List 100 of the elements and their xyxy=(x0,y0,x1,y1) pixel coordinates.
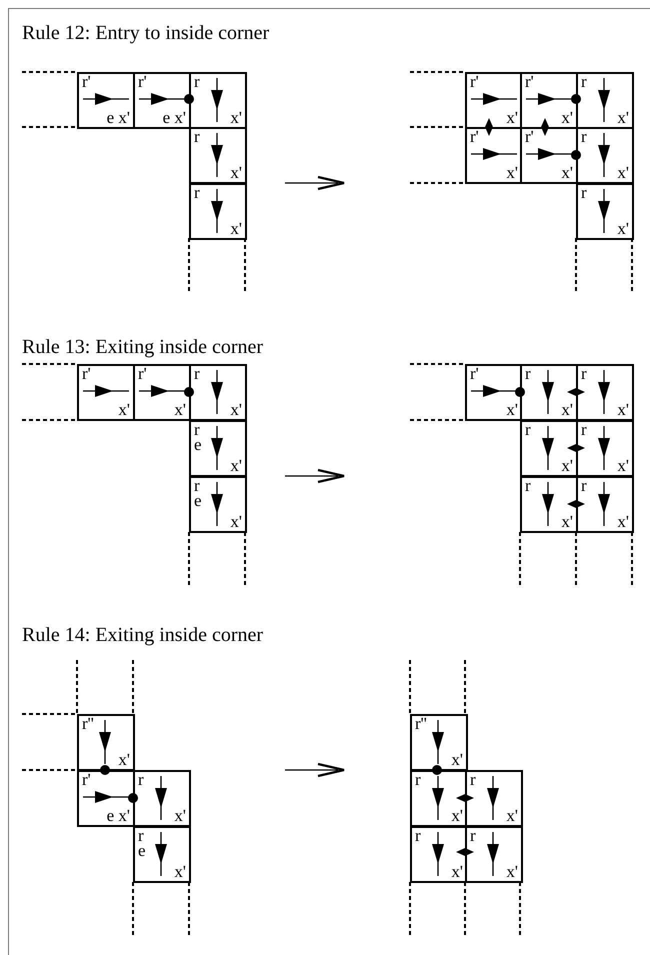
tile-label: r' xyxy=(138,366,147,381)
tile xyxy=(465,770,523,827)
tile xyxy=(133,826,191,883)
tile xyxy=(576,127,634,184)
tile-label: x' xyxy=(230,164,242,181)
tile-label: r'' xyxy=(82,716,92,731)
tile xyxy=(133,770,191,827)
tile xyxy=(465,826,523,883)
tile-label: x' xyxy=(561,109,573,126)
tile xyxy=(576,476,634,533)
tile-label: x' xyxy=(506,109,518,126)
tile xyxy=(576,183,634,240)
tile-label: x' xyxy=(118,751,130,768)
tile xyxy=(77,714,135,771)
tile-label: r' xyxy=(470,74,479,89)
tile-label: x' xyxy=(451,807,463,824)
tile-label: r' xyxy=(470,129,479,144)
tile-label: x' xyxy=(617,457,629,474)
rule-heading: Rule 14: Exiting inside corner xyxy=(22,624,264,647)
tile-label: r xyxy=(581,74,587,89)
tile-label: x' xyxy=(230,513,242,530)
tile xyxy=(520,476,578,533)
tile-label: r xyxy=(525,366,531,381)
tile xyxy=(189,127,247,184)
tile-label: r e xyxy=(194,478,203,508)
tile-label: r' xyxy=(82,772,91,787)
tile-label: r' xyxy=(470,366,479,381)
tile-label: x' xyxy=(506,164,518,181)
tile-label: x' xyxy=(506,401,518,418)
tile-label: r' xyxy=(138,74,147,89)
tile-label: r xyxy=(525,422,531,437)
tile-label: r xyxy=(470,828,476,843)
tile-label: x' xyxy=(561,457,573,474)
tile xyxy=(576,420,634,477)
tile xyxy=(465,72,523,129)
tile-label: x' xyxy=(617,220,629,237)
tile-label: r' xyxy=(525,74,534,89)
tile-label: r xyxy=(138,772,144,787)
tile-label: x' xyxy=(561,401,573,418)
tile xyxy=(77,72,135,129)
tile-label: r xyxy=(525,478,531,493)
tile xyxy=(576,364,634,421)
tile-label: x' xyxy=(451,751,463,768)
tile-label: x' xyxy=(230,220,242,237)
tile-label: r xyxy=(415,828,421,843)
tile-label: r xyxy=(581,129,587,144)
tile-label: r' xyxy=(82,74,91,89)
tile-label: x' xyxy=(617,401,629,418)
tile-label: r xyxy=(194,129,200,144)
tile xyxy=(77,770,135,827)
tile-label: e x' xyxy=(162,109,186,126)
tile xyxy=(520,420,578,477)
tile xyxy=(410,826,468,883)
tile-label: r xyxy=(194,366,200,381)
tile-label: x' xyxy=(174,863,186,880)
tile-label: x' xyxy=(174,807,186,824)
tile-label: x' xyxy=(118,401,130,418)
tile xyxy=(520,72,578,129)
tile xyxy=(410,770,468,827)
tile-label: r xyxy=(194,74,200,89)
tile xyxy=(520,127,578,184)
tile-label: r' xyxy=(525,129,534,144)
tile-label: e x' xyxy=(106,807,130,824)
tile xyxy=(77,364,135,421)
tile-label: r xyxy=(415,772,421,787)
tile-label: x' xyxy=(230,457,242,474)
tile-label: r xyxy=(470,772,476,787)
tile-label: r xyxy=(581,422,587,437)
tile-label: x' xyxy=(174,401,186,418)
tile-label: r e xyxy=(138,828,147,858)
tile xyxy=(576,72,634,129)
tile-label: x' xyxy=(617,513,629,530)
tile-label: r e xyxy=(194,422,203,452)
tile xyxy=(133,72,191,129)
tile xyxy=(465,127,523,184)
tile xyxy=(189,364,247,421)
tile xyxy=(189,420,247,477)
tile-label: e x' xyxy=(106,109,130,126)
tile-label: x' xyxy=(451,863,463,880)
tile-label: x' xyxy=(506,863,518,880)
tile xyxy=(410,714,468,771)
tile-label: x' xyxy=(561,164,573,181)
rule-heading: Rule 13: Exiting inside corner xyxy=(22,336,264,359)
tile-label: r xyxy=(581,478,587,493)
tile xyxy=(189,183,247,240)
tile xyxy=(520,364,578,421)
tile xyxy=(133,364,191,421)
tile xyxy=(189,476,247,533)
tile xyxy=(465,364,523,421)
tile-label: x' xyxy=(230,401,242,418)
tile-label: x' xyxy=(506,807,518,824)
tile-label: r' xyxy=(82,366,91,381)
tile-label: x' xyxy=(617,164,629,181)
rule-heading: Rule 12: Entry to inside corner xyxy=(22,22,270,45)
tile-label: r xyxy=(194,185,200,200)
tile-label: x' xyxy=(230,109,242,126)
tile-label: x' xyxy=(617,109,629,126)
tile-label: r xyxy=(581,185,587,200)
tile-label: r'' xyxy=(415,716,425,731)
tile-label: x' xyxy=(561,513,573,530)
